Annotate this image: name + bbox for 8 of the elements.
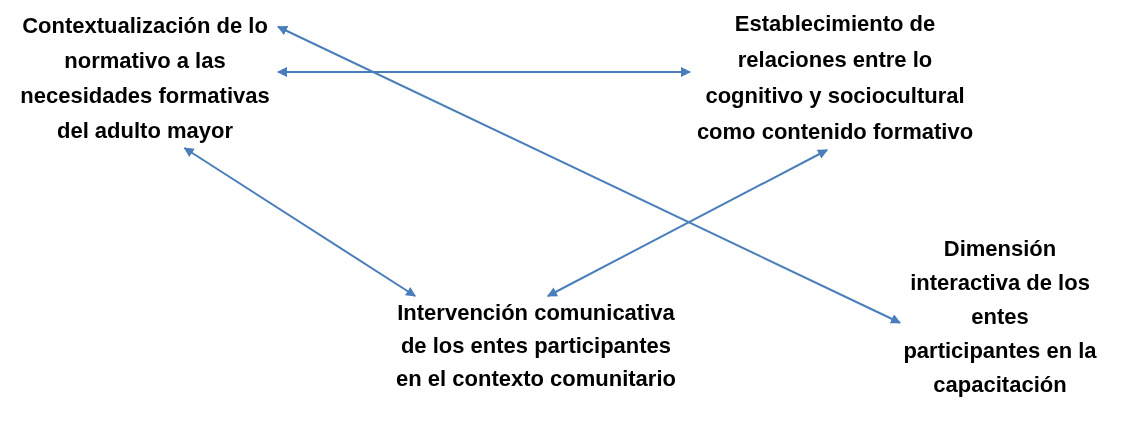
double-arrow [546,149,829,297]
double-arrow [277,67,691,77]
concept-label: Dimensión interactiva de los entes participantes en la capacitación [902,235,1098,399]
double-arrow [183,147,417,297]
concept-label: Intervención comunicativa de los entes participantes en el contexto comunitario [395,299,677,393]
concept-label: Contextualización de lo normativo a las necesidades formativas del adulto mayor [19,12,271,145]
double-arrow [277,25,901,324]
concept-label: Establecimiento de relaciones entre lo cognitivo y sociocultural como contenido formativo [695,10,975,146]
